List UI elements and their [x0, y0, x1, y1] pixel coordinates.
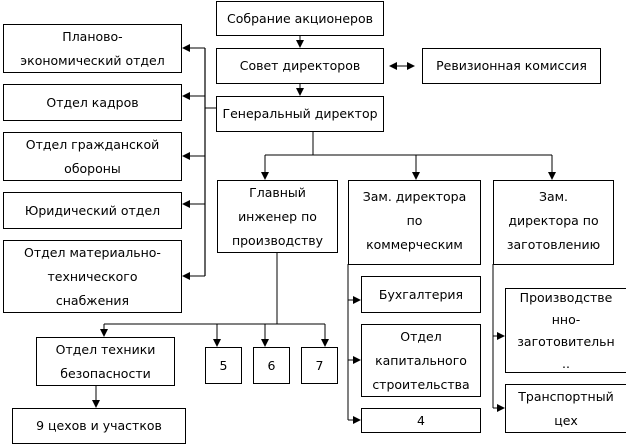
node-label: Зам. директора по заготовлению	[506, 189, 601, 252]
node-hr: Отдел кадров	[3, 84, 182, 121]
node-label: Транспортный цех	[518, 388, 614, 428]
node-supply: Отдел материально- технического снабжени…	[3, 240, 182, 313]
node-label: Отдел материально- технического снабжени…	[24, 244, 161, 308]
node-shareholders: Собрание акционеров	[216, 1, 384, 36]
node-label: Отдел капитального строительства	[372, 328, 470, 392]
node-general-director: Генеральный директор	[216, 96, 384, 132]
node-planning: Планово- экономический отдел	[3, 24, 182, 73]
node-7: 7	[301, 347, 338, 384]
node-label: Собрание акционеров	[227, 10, 373, 26]
node-label: Главный инженер по производству	[231, 184, 324, 248]
node-4: 4	[361, 408, 481, 433]
node-deputy-commercial: Зам. директора по коммерческим	[348, 180, 481, 265]
node-legal: Юридический отдел	[3, 192, 182, 229]
node-label: Совет директоров	[239, 58, 361, 73]
node-label: Юридический отдел	[24, 202, 161, 218]
node-label: Планово- экономический отдел	[20, 28, 165, 68]
node-label: Отдел техники безопасности	[55, 341, 156, 381]
node-label: 6	[267, 357, 276, 373]
node-workshops: 9 цехов и участков	[12, 408, 186, 444]
node-civil-defense: Отдел гражданской обороны	[3, 132, 182, 181]
node-accounting: Бухгалтерия	[361, 276, 481, 313]
node-safety: Отдел техники безопасности	[36, 337, 175, 386]
node-audit: Ревизионная комиссия	[422, 48, 601, 84]
node-construction: Отдел капитального строительства	[361, 324, 481, 397]
node-label: Производстве нно- заготовительн ..	[517, 289, 615, 371]
node-chief-engineer: Главный инженер по производству	[217, 180, 338, 253]
node-deputy-procurement: Зам. директора по заготовлению	[493, 180, 614, 265]
node-label: 9 цехов и участков	[36, 418, 162, 433]
node-transport: Транспортный цех	[505, 384, 626, 433]
node-production-procurement: Производстве нно- заготовительн ..	[505, 288, 626, 373]
node-5: 5	[205, 347, 242, 384]
node-label: 5	[219, 357, 228, 373]
node-label: Бухгалтерия	[378, 286, 464, 302]
node-board: Совет директоров	[216, 48, 384, 84]
node-label: Генеральный директор	[222, 106, 378, 121]
node-label: 4	[417, 412, 425, 428]
node-label: Зам. директора по коммерческим	[362, 189, 467, 252]
node-label: 7	[315, 357, 324, 373]
node-label: Отдел кадров	[46, 94, 139, 110]
node-6: 6	[253, 347, 290, 384]
node-label: Отдел гражданской обороны	[25, 136, 160, 176]
node-label: Ревизионная комиссия	[436, 58, 587, 73]
